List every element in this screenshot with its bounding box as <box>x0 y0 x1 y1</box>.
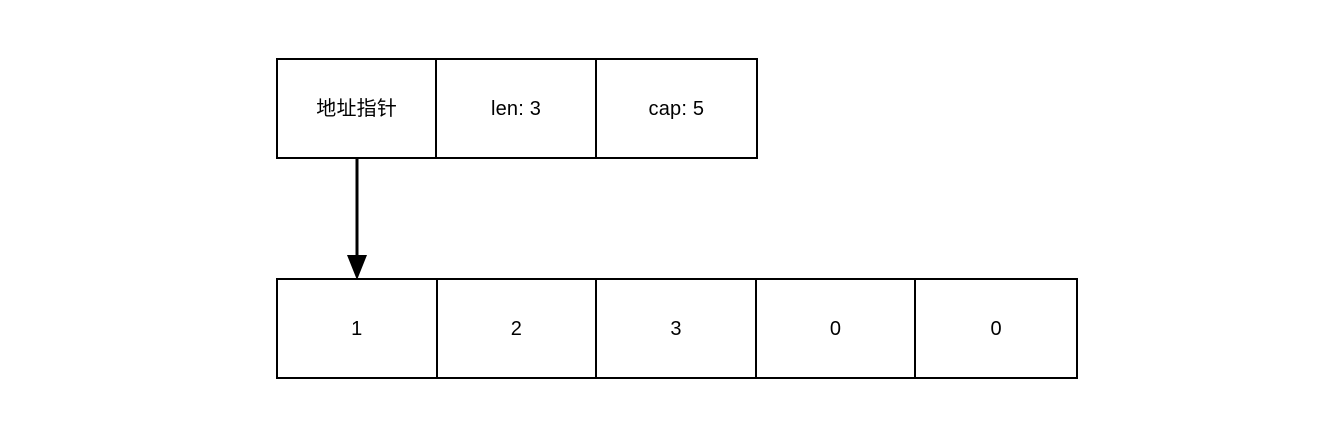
array-cell-3-value: 0 <box>829 317 842 340</box>
array-cell-1: 2 <box>437 280 598 377</box>
array-cell-2: 3 <box>597 280 757 377</box>
slice-header-pointer-label: 地址指针 <box>316 97 398 120</box>
pointer-arrow-icon <box>347 158 367 280</box>
array-cell-2-value: 3 <box>670 317 682 340</box>
backing-array-row: 1 2 3 0 0 <box>276 278 1078 379</box>
array-cell-1-value: 2 <box>510 317 523 340</box>
slice-header-cap-label: cap: 5 <box>648 97 705 120</box>
array-cell-0-value: 1 <box>351 317 363 340</box>
slice-header-row: 地址指针 len: 3 cap: 5 <box>276 58 758 159</box>
slice-header-len-label: len: 3 <box>490 97 542 120</box>
array-cell-4-value: 0 <box>990 317 1002 340</box>
array-cell-3: 0 <box>756 280 917 377</box>
array-cell-0: 1 <box>278 280 438 377</box>
slice-header-cell-len: len: 3 <box>437 60 597 157</box>
slice-header-cell-pointer: 地址指针 <box>278 60 438 157</box>
slice-header-cell-cap: cap: 5 <box>596 60 757 157</box>
array-cell-4: 0 <box>916 280 1076 377</box>
